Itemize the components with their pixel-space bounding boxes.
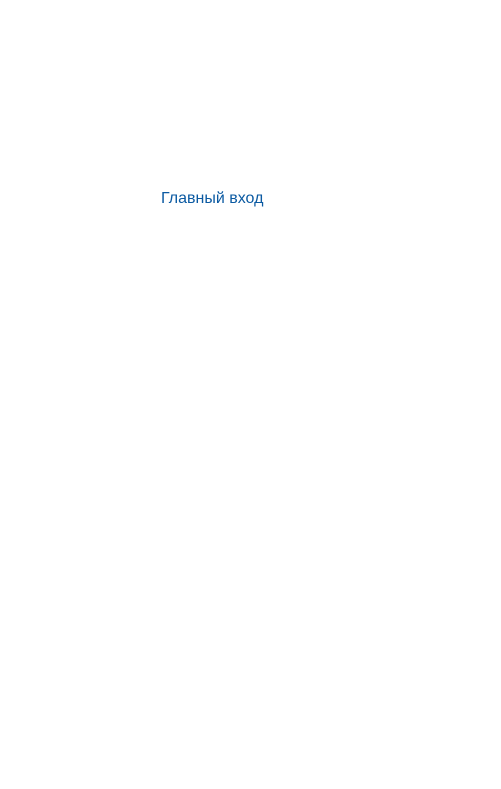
main-entrance-link[interactable]: Главный вход bbox=[161, 190, 264, 207]
